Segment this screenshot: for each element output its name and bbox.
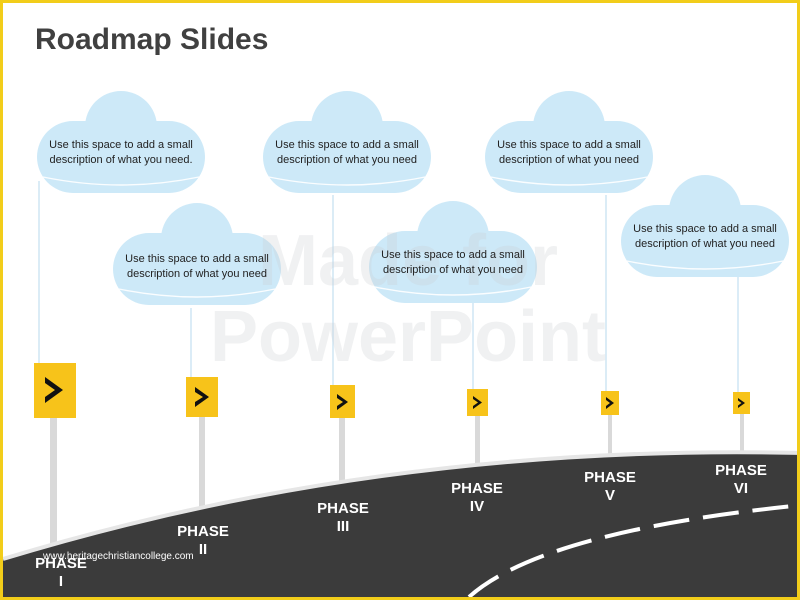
chevron-right-icon bbox=[337, 394, 348, 410]
phase-numeral: II bbox=[198, 541, 208, 558]
chevron-right-icon bbox=[195, 387, 209, 407]
phase-label-6: PHASE VI bbox=[701, 462, 781, 498]
sign-phase-1 bbox=[34, 363, 76, 418]
sign-post-6 bbox=[740, 413, 744, 457]
slide-title: Roadmap Slides bbox=[35, 23, 269, 56]
signs bbox=[34, 363, 750, 418]
cloud-description-4[interactable]: Use this space to add a small descriptio… bbox=[381, 249, 525, 276]
sign-phase-5 bbox=[601, 391, 619, 415]
sign-phase-4 bbox=[467, 389, 488, 416]
phase-numeral: IV bbox=[469, 498, 485, 515]
sign-post-4 bbox=[475, 415, 480, 475]
cloud-description-2[interactable]: Use this space to add a small descriptio… bbox=[125, 253, 269, 280]
phase-numeral: VI bbox=[733, 480, 749, 497]
watermark-line-1: Made for bbox=[257, 221, 559, 301]
phase-label-3: PHASE III bbox=[303, 500, 383, 536]
sign-posts bbox=[50, 413, 744, 561]
phase-numeral: V bbox=[604, 487, 615, 504]
sign-phase-3 bbox=[330, 385, 355, 418]
phase-label-5: PHASE V bbox=[570, 469, 650, 505]
sign-phase-6 bbox=[733, 392, 750, 414]
cloud-description-1[interactable]: Use this space to add a small descriptio… bbox=[49, 139, 193, 166]
sign-post-5 bbox=[608, 413, 612, 463]
phase-word: PHASE bbox=[177, 523, 229, 540]
roadmap-scene bbox=[3, 90, 797, 597]
road-center-dashes bbox=[467, 503, 797, 597]
phase-numeral: I bbox=[58, 573, 64, 590]
cloud-description-6[interactable]: Use this space to add a small descriptio… bbox=[633, 223, 777, 250]
connector-lines bbox=[38, 181, 739, 393]
sign-post-2 bbox=[199, 415, 205, 525]
sign-phase-2 bbox=[186, 377, 218, 417]
road bbox=[3, 452, 797, 597]
site-credit: www.heritagechristiancollege.com bbox=[43, 551, 194, 562]
chevron-right-icon bbox=[606, 397, 614, 409]
chevron-right-icon bbox=[738, 398, 745, 408]
phase-word: PHASE bbox=[451, 480, 503, 497]
watermark-line-2: PowerPoint bbox=[209, 297, 607, 377]
phase-word: PHASE bbox=[715, 462, 767, 479]
phase-word: PHASE bbox=[35, 555, 87, 572]
chevron-right-icon bbox=[473, 396, 482, 409]
phase-label-4: PHASE IV bbox=[437, 480, 517, 516]
road-edge bbox=[3, 450, 797, 561]
sign-post-1 bbox=[50, 415, 57, 561]
watermark: Made for PowerPoint bbox=[178, 223, 638, 375]
phase-numeral: III bbox=[336, 518, 350, 535]
sign-post-3 bbox=[339, 417, 345, 495]
phase-label-2: PHASE II bbox=[163, 523, 243, 559]
phase-word: PHASE bbox=[584, 469, 636, 486]
phase-label-1: PHASE I bbox=[21, 555, 101, 591]
cloud-description-3[interactable]: Use this space to add a small descriptio… bbox=[275, 139, 419, 166]
phase-word: PHASE bbox=[317, 500, 369, 517]
chevron-right-icon bbox=[45, 377, 63, 403]
cloud-description-5[interactable]: Use this space to add a small descriptio… bbox=[497, 139, 641, 166]
